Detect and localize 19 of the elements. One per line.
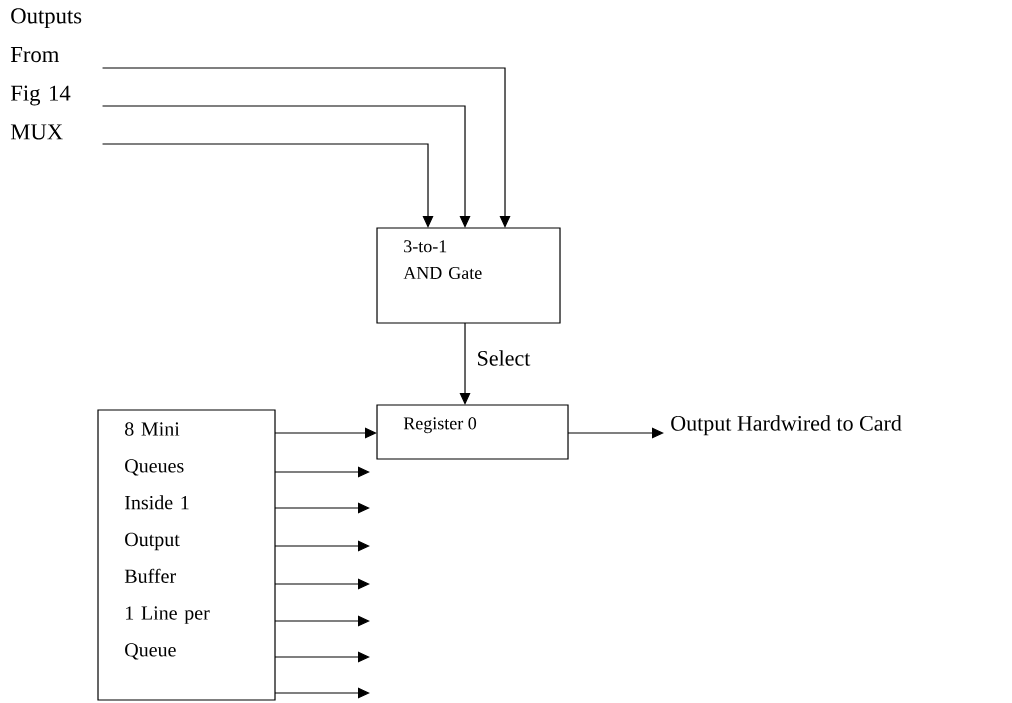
arrow xyxy=(101,105,471,228)
arrow xyxy=(274,687,370,699)
arrow xyxy=(274,578,370,590)
arrow xyxy=(101,67,511,228)
arrow xyxy=(274,651,370,663)
arrow xyxy=(274,615,370,627)
text-label: Outputs From Fig 14 MUX xyxy=(10,8,82,140)
text-label: Output Hardwired to Card xyxy=(671,415,902,436)
block-box: 8 Mini Queues Inside 1 Output Buffer 1 Line per Queue xyxy=(97,409,276,701)
arrow xyxy=(274,427,377,439)
edge-label: Select xyxy=(475,348,532,368)
arrow xyxy=(274,466,370,478)
arrow xyxy=(274,540,370,552)
block-box: 3-to-1 AND Gate xyxy=(376,227,561,324)
block-box: Register 0 xyxy=(376,404,569,460)
arrow xyxy=(567,427,664,439)
arrow xyxy=(101,143,434,228)
arrow xyxy=(459,322,471,405)
arrow xyxy=(274,502,370,514)
